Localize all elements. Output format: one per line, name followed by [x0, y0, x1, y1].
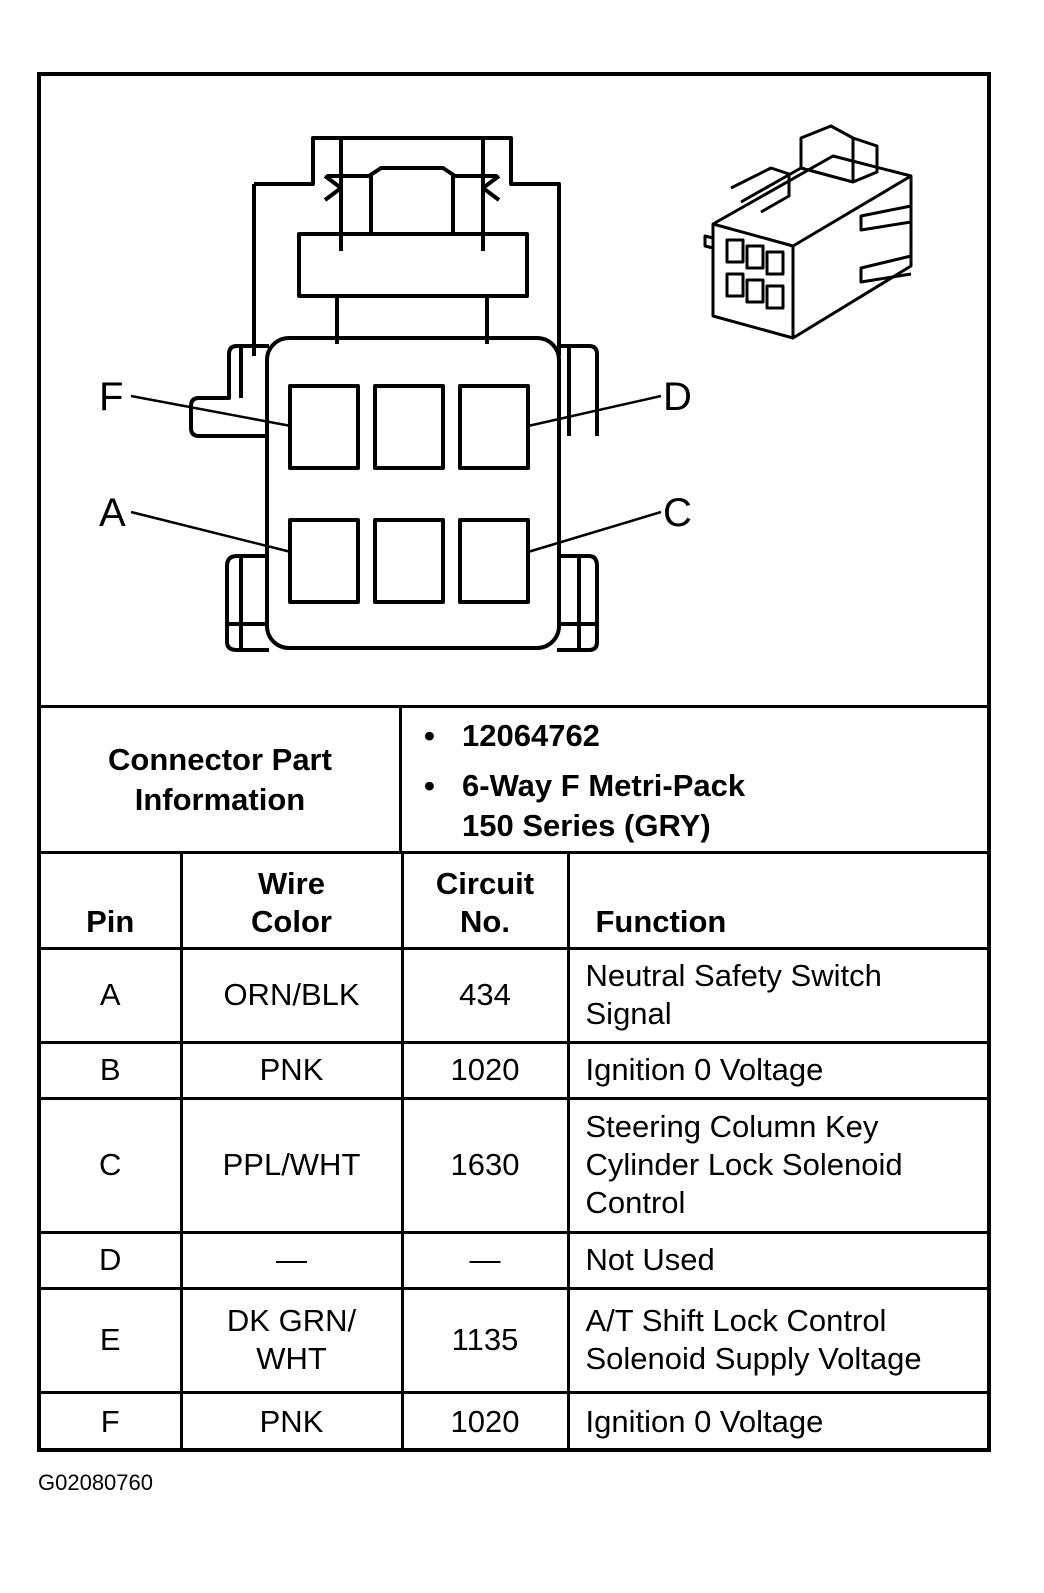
bullet-icon: • — [424, 718, 435, 753]
connector-diagram: F D A C — [41, 76, 987, 708]
description-line: • 6-Way F Metri-Pack — [424, 766, 746, 806]
part-number: 12064762 — [462, 718, 600, 753]
connector-face-drawing: F D A C — [99, 124, 913, 652]
pin-label-d: D — [663, 375, 692, 419]
part-number-line: • 12064762 — [424, 716, 600, 756]
pin-cell: F — [41, 1390, 183, 1450]
cavity-a — [288, 518, 360, 604]
pin-cell: C — [41, 1096, 183, 1234]
pin-cell: D — [41, 1230, 183, 1290]
part-info-values: • 12064762 • 6-Way F Metri-Pack 150 Seri… — [402, 708, 987, 851]
circuit-cell: 1020 — [400, 1390, 570, 1450]
table-row: D——Not Used — [41, 1230, 987, 1290]
function-cell: Ignition 0 Voltage — [566, 1040, 987, 1100]
connector-part-info: Connector Part Information • 12064762 • … — [41, 708, 987, 854]
bullet-icon: • — [424, 768, 435, 803]
circuit-cell: 1020 — [400, 1040, 570, 1100]
wire-color-cell: PNK — [179, 1390, 404, 1450]
pin-cell: E — [41, 1286, 183, 1394]
pin-cell: A — [41, 946, 183, 1044]
cavity-e-top — [373, 384, 445, 470]
circuit-cell: — — [400, 1230, 570, 1290]
cavity-d — [458, 384, 530, 470]
table-header-row: Pin Wire Color Circuit No. Function — [41, 854, 987, 950]
description-line2: 150 Series (GRY) — [462, 808, 711, 843]
description-line-2: 150 Series (GRY) — [462, 806, 711, 846]
circuit-cell: 1630 — [400, 1096, 570, 1234]
description-line1: 6-Way F Metri-Pack — [462, 768, 746, 803]
header-pin: Pin — [41, 854, 183, 950]
cavity-c — [458, 518, 530, 604]
header-wire-color: Wire Color — [179, 854, 404, 950]
wire-color-cell: PPL/WHT — [179, 1096, 404, 1234]
pin-label-f: F — [99, 375, 123, 419]
wire-color-cell: PNK — [179, 1040, 404, 1100]
cavity-f — [288, 384, 360, 470]
wire-color-cell: ORN/BLK — [179, 946, 404, 1044]
header-function: Function — [566, 854, 987, 950]
function-cell: Not Used — [566, 1230, 987, 1290]
function-cell: Ignition 0 Voltage — [566, 1390, 987, 1450]
wire-color-cell: DK GRN/WHT — [179, 1286, 404, 1394]
part-info-label: Connector Part Information — [41, 708, 402, 851]
wire-color-cell: — — [179, 1230, 404, 1290]
circuit-cell: 1135 — [400, 1286, 570, 1394]
pin-cell: B — [41, 1040, 183, 1100]
connector-frame: F D A C — [37, 72, 991, 1452]
pin-label-a: A — [99, 491, 126, 535]
header-circuit-no: Circuit No. — [400, 854, 570, 950]
pin-label-c: C — [663, 491, 692, 535]
circuit-cell: 434 — [400, 946, 570, 1044]
connector-isometric-icon — [703, 124, 913, 340]
figure-code: G02080760 — [38, 1470, 153, 1495]
part-info-label-line1: Connector Part — [108, 741, 332, 777]
cavity-b — [373, 518, 445, 604]
part-info-label-line2: Information — [134, 781, 306, 817]
